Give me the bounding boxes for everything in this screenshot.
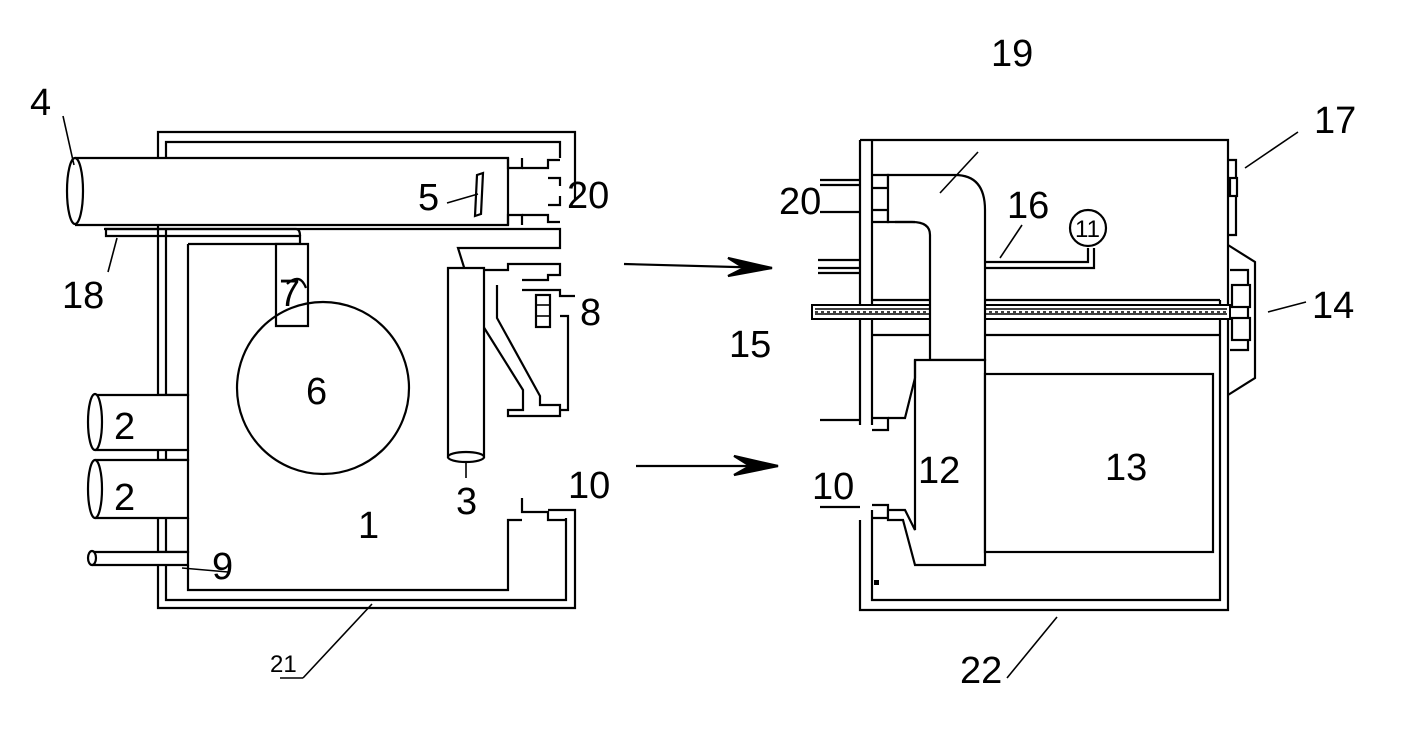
label-3: 3	[456, 481, 477, 523]
label-8: 8	[580, 292, 601, 334]
label-6: 6	[306, 371, 327, 413]
elbow-19	[886, 173, 987, 362]
pipe-3	[446, 266, 486, 464]
label-20-right: 20	[779, 181, 821, 223]
label-19: 19	[991, 33, 1033, 75]
pipe-2-lower	[86, 458, 190, 520]
label-4: 4	[30, 82, 51, 124]
pipe-4	[65, 156, 524, 227]
label-10-right: 10	[812, 466, 854, 508]
connector-7-curve	[286, 277, 308, 289]
flange-10-left	[520, 498, 566, 522]
flange-20-left	[522, 158, 562, 224]
window-8	[534, 293, 552, 329]
bracket-14	[1227, 244, 1257, 396]
label-15: 15	[729, 324, 771, 366]
block-13	[983, 372, 1215, 554]
labels: 4 5 20 18 7 8 6 2 2 3 10 1 9 21 19 17 20…	[30, 33, 1356, 692]
right-assembly	[811, 138, 1257, 612]
label-20-left: 20	[567, 175, 609, 217]
label-5: 5	[418, 177, 439, 219]
gauge-11	[1068, 208, 1108, 248]
left-assembly	[65, 130, 577, 610]
pipe-9	[86, 549, 190, 567]
label-2-upper: 2	[114, 406, 135, 448]
label-7: 7	[279, 273, 300, 315]
label-2-lower: 2	[114, 477, 135, 519]
knob-17	[1228, 176, 1239, 198]
label-18: 18	[62, 275, 104, 317]
fan-housing	[476, 270, 562, 418]
label-16: 16	[1007, 185, 1049, 227]
arrows	[623, 256, 779, 477]
chamber-top	[104, 227, 562, 295]
panel-17	[1228, 158, 1238, 237]
flange-8	[478, 262, 575, 298]
drum-6	[235, 300, 411, 476]
bracket-14-slot-1	[1230, 283, 1252, 309]
pipe-2-upper	[86, 392, 190, 452]
outer-housing-21	[156, 130, 577, 610]
label-10-left: 10	[568, 465, 610, 507]
label-17: 17	[1314, 100, 1356, 142]
block-12-upper	[888, 360, 917, 420]
pipe-18	[104, 227, 302, 237]
label-21: 21	[270, 651, 297, 678]
damper-5	[473, 171, 485, 218]
label-12: 12	[918, 450, 960, 492]
pipe-16	[985, 248, 1096, 270]
leader-lines	[62, 115, 1307, 679]
side-panel	[560, 314, 570, 412]
label-22: 22	[960, 650, 1002, 692]
label-1: 1	[358, 505, 379, 547]
inner-wall	[164, 140, 562, 160]
label-13: 13	[1105, 447, 1147, 489]
bracket-14-slot-2	[1230, 316, 1252, 342]
label-9: 9	[212, 546, 233, 588]
outer-housing-22	[858, 138, 1230, 612]
bottom-mark	[874, 580, 879, 585]
rod-14	[811, 304, 1231, 320]
label-14: 14	[1312, 285, 1354, 327]
label-11: 11	[1075, 216, 1100, 243]
